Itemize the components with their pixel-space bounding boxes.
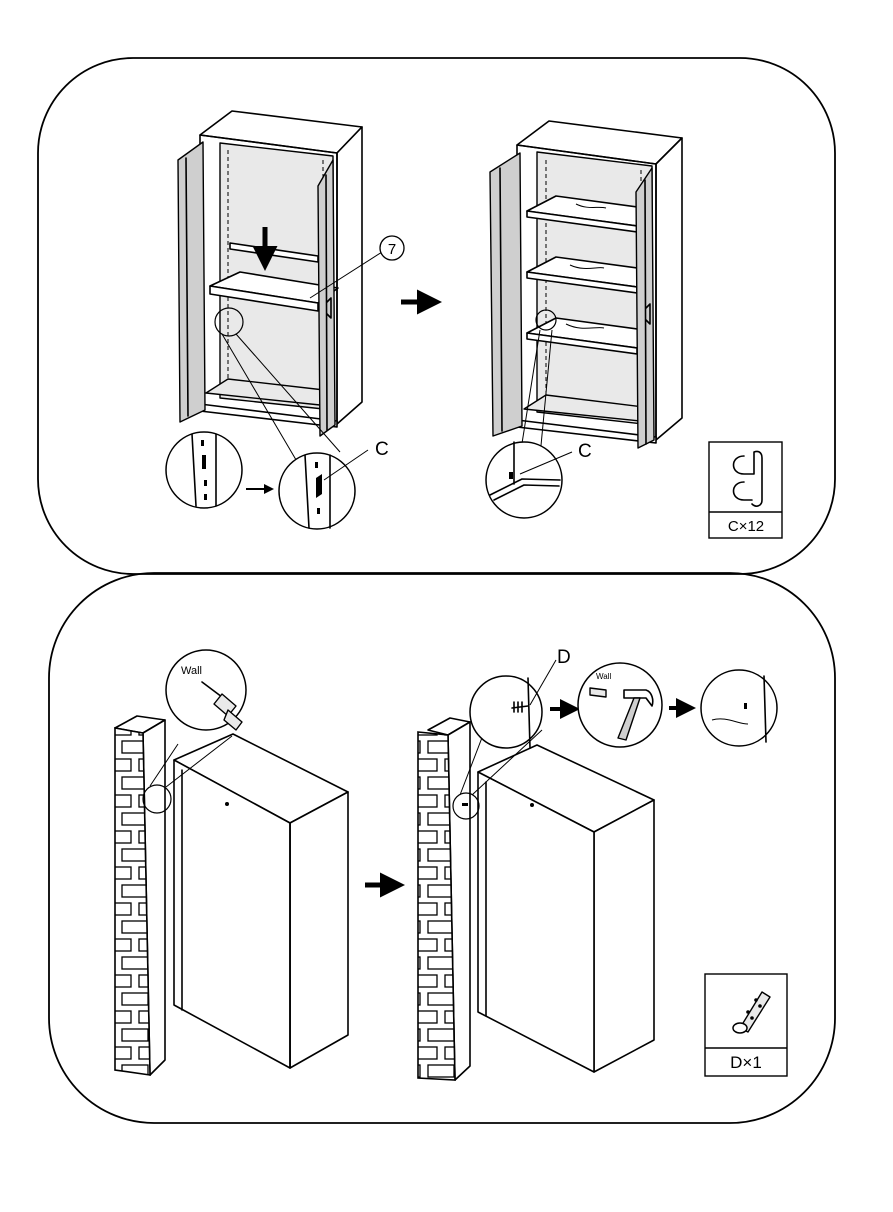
anchor-callout: D — [557, 647, 571, 668]
brick-wall-right — [418, 718, 470, 1080]
brick-wall-left — [115, 716, 165, 1075]
cabinet-open-shelf-insert — [178, 111, 362, 436]
detail-rail-before-clip — [166, 432, 242, 508]
step2-panel: Wall D — [49, 573, 835, 1123]
part-box-label-c: C×12 — [728, 518, 764, 535]
part-box-wall-anchor: D×1 — [705, 974, 787, 1076]
detail-hammer-anchor: Wall — [578, 663, 662, 747]
wall-label-right: Wall — [596, 672, 611, 681]
clip-callout-right: C — [578, 441, 592, 462]
detail-rail-with-clip — [279, 450, 368, 529]
detail-drilling-wall: Wall — [166, 650, 246, 730]
cabinet-closed-right — [478, 745, 654, 1072]
step1-panel: 7 C — [38, 58, 835, 574]
wall-label-left: Wall — [181, 665, 202, 677]
clip-callout-left: C — [375, 439, 389, 460]
detail-shelf-on-clip — [486, 442, 572, 518]
cabinet-closed-left — [174, 734, 348, 1068]
part-box-shelf-clip: C×12 — [709, 442, 782, 538]
detail-anchor-finished — [701, 670, 777, 746]
cabinet-open-shelves-installed — [490, 121, 682, 448]
part-box-label-d: D×1 — [730, 1053, 762, 1072]
shelf-callout-label: 7 — [388, 241, 396, 258]
detail-anchor-in-wall — [470, 660, 556, 748]
